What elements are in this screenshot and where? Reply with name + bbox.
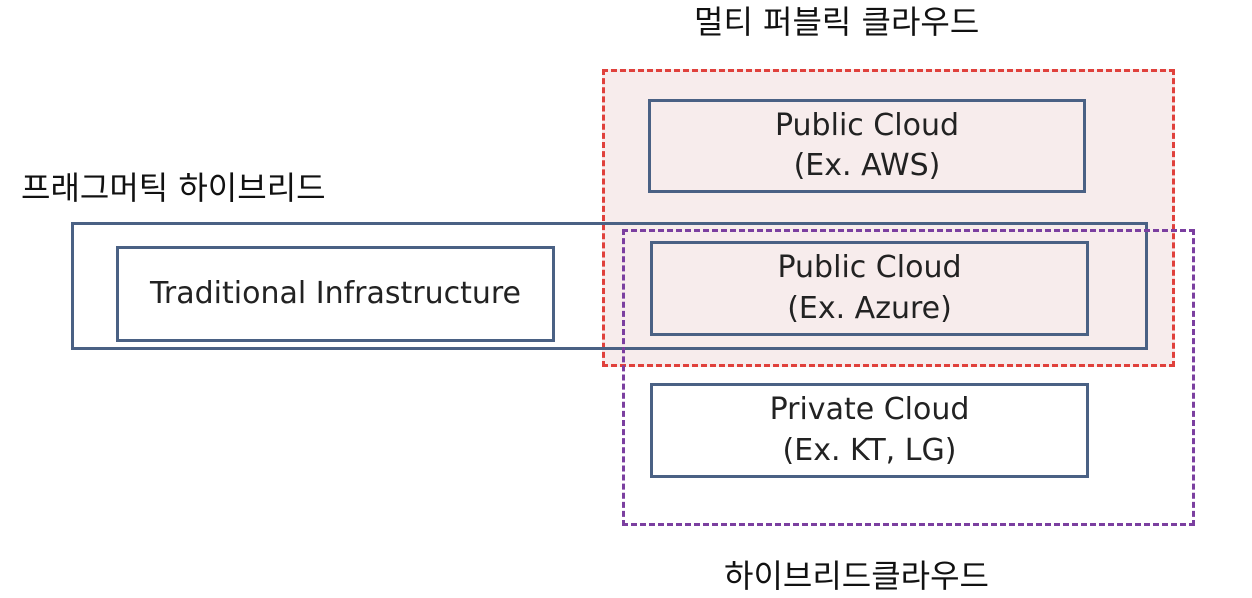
public-cloud-aws-example: (Ex. AWS)	[793, 148, 941, 183]
private-cloud-title: Private Cloud	[769, 392, 970, 427]
private-cloud-example: (Ex. KT, LG)	[782, 432, 957, 468]
public-cloud-azure-title: Public Cloud	[777, 250, 962, 285]
public-cloud-azure-example: (Ex. Azure)	[787, 290, 952, 326]
public-cloud-aws-box: Public Cloud (Ex. AWS)	[648, 99, 1086, 193]
traditional-infrastructure-label: Traditional Infrastructure	[149, 275, 521, 311]
multi-public-cloud-label: 멀티 퍼블릭 클라우드	[694, 3, 980, 41]
hybrid-cloud-label: 하이브리드클라우드	[724, 557, 989, 595]
public-cloud-aws-title: Public Cloud	[774, 107, 959, 143]
traditional-infrastructure-box: Traditional Infrastructure	[116, 246, 555, 342]
pragmatic-hybrid-region	[71, 222, 1148, 350]
public-cloud-azure-box: Public Cloud (Ex. Azure)	[650, 241, 1089, 336]
pragmatic-hybrid-label: 프래그머틱 하이브리드	[21, 169, 326, 207]
hybrid-cloud-region	[622, 229, 1195, 526]
private-cloud-box: Private Cloud (Ex. KT, LG)	[650, 383, 1089, 478]
